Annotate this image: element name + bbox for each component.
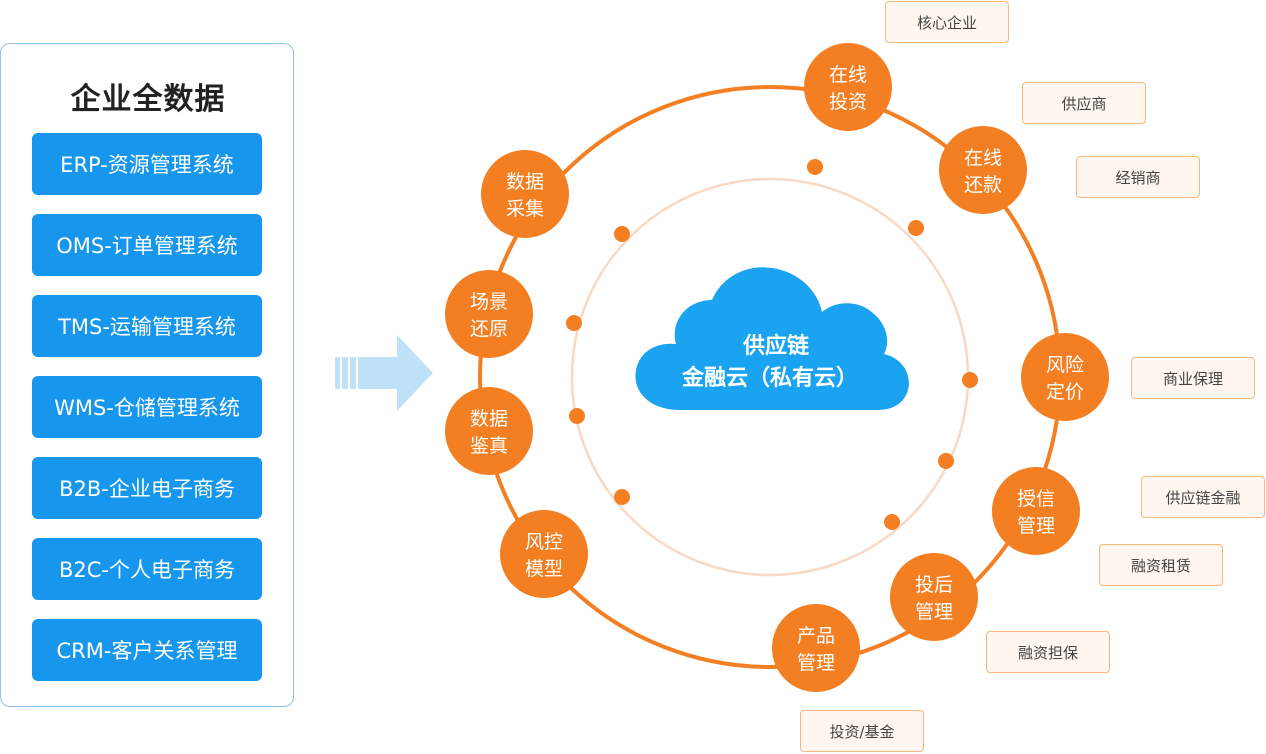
node-label-line2: 鉴真 xyxy=(470,435,508,457)
node-label-line2: 管理 xyxy=(915,601,953,623)
ring-node-risk-pricing: 风险 定价 xyxy=(1021,333,1109,421)
system-item-tms: TMS-运输管理系统 xyxy=(32,295,262,357)
ring-node-online-invest: 在线 投资 xyxy=(804,43,892,131)
node-label-line2: 还款 xyxy=(964,174,1002,196)
ring-dot xyxy=(569,408,585,424)
node-label-line2: 定价 xyxy=(1046,381,1084,403)
node-label-line2: 模型 xyxy=(525,558,563,580)
system-item-oms: OMS-订单管理系统 xyxy=(32,214,262,276)
system-item-erp: ERP-资源管理系统 xyxy=(32,133,262,195)
tag-investment-fund: 投资/基金 xyxy=(800,710,924,752)
cloud-title-line2: 金融云（私有云） xyxy=(681,365,858,391)
ring-dot xyxy=(938,453,954,469)
tag-financing-guarantee: 融资担保 xyxy=(986,631,1110,673)
node-label-line2: 管理 xyxy=(1017,515,1055,537)
node-label-line2: 管理 xyxy=(797,652,835,674)
enterprise-data-panel: 企业全数据 ERP-资源管理系统 OMS-订单管理系统 TMS-运输管理系统 W… xyxy=(0,43,294,707)
ring-node-risk-model: 风控 模型 xyxy=(500,510,588,598)
node-label-line1: 风控 xyxy=(525,531,563,553)
tag-financial-leasing: 融资租赁 xyxy=(1099,544,1223,586)
ring-node-data-verification: 数据 鉴真 xyxy=(445,387,533,475)
system-item-wms: WMS-仓储管理系统 xyxy=(32,376,262,438)
tag-commercial-factoring: 商业保理 xyxy=(1131,357,1255,399)
system-item-b2b: B2B-企业电子商务 xyxy=(32,457,262,519)
tag-supplier: 供应商 xyxy=(1022,82,1146,124)
node-label-line1: 产品 xyxy=(797,625,835,647)
ring-dot xyxy=(908,220,924,236)
node-label-line1: 风险 xyxy=(1046,354,1084,376)
cloud-icon: 供应链 金融云（私有云） xyxy=(635,267,909,410)
node-label-line2: 采集 xyxy=(506,198,544,220)
system-item-b2c: B2C-个人电子商务 xyxy=(32,538,262,600)
node-label-line2: 投资 xyxy=(829,91,867,113)
ring-dot xyxy=(614,226,630,242)
tag-supply-chain-finance: 供应链金融 xyxy=(1141,476,1265,518)
ring-node-scene-restore: 场景 还原 xyxy=(445,270,533,358)
flow-arrow-icon xyxy=(335,335,433,411)
tag-core-enterprise: 核心企业 xyxy=(885,1,1009,43)
ring-node-data-collection: 数据 采集 xyxy=(481,150,569,238)
node-label-line1: 在线 xyxy=(829,64,867,86)
node-label-line1: 数据 xyxy=(506,171,544,193)
cloud-title-line1: 供应链 xyxy=(742,333,809,359)
inner-ring-dots xyxy=(566,159,978,530)
node-label-line1: 数据 xyxy=(470,408,508,430)
node-label-line1: 投后 xyxy=(915,574,953,596)
node-label-line1: 授信 xyxy=(1017,488,1055,510)
ring-dot xyxy=(614,489,630,505)
panel-title: 企业全数据 xyxy=(70,82,226,117)
ring-node-credit-management: 授信 管理 xyxy=(992,467,1080,555)
ring-node-post-invest-management: 投后 管理 xyxy=(890,553,978,641)
ring-node-online-repay: 在线 还款 xyxy=(939,126,1027,214)
ring-node-product-management: 产品 管理 xyxy=(772,604,860,692)
node-label-line1: 在线 xyxy=(964,147,1002,169)
ring-dot xyxy=(566,315,582,331)
node-label-line2: 还原 xyxy=(470,318,508,340)
ring-dot xyxy=(807,159,823,175)
ring-dot xyxy=(962,372,978,388)
ring-dot xyxy=(884,514,900,530)
system-item-crm: CRM-客户关系管理 xyxy=(32,619,262,681)
node-label-line1: 场景 xyxy=(470,291,508,313)
tag-distributor: 经销商 xyxy=(1076,156,1200,198)
